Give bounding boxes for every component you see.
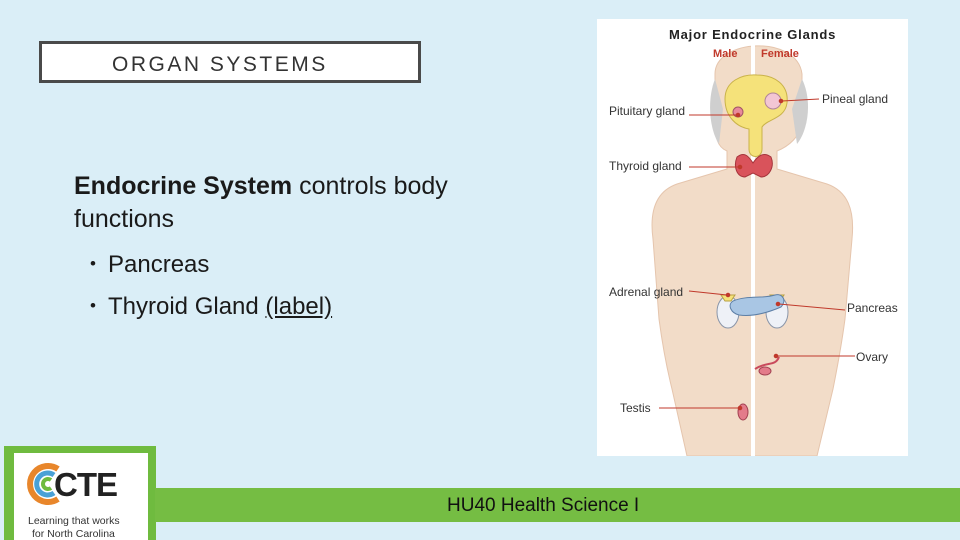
bullet-text: Thyroid Gland [108, 293, 266, 320]
label-pancreas: Pancreas [847, 301, 898, 315]
label-testis: Testis [620, 401, 651, 415]
endocrine-diagram: Major Endocrine Glands Male Female Pitui… [609, 27, 898, 456]
logo-tagline-2: for North Carolina [32, 528, 115, 540]
label-adrenal: Adrenal gland [609, 285, 683, 299]
slide-heading: Endocrine System controls body functions [74, 170, 474, 236]
bullet-text: Pancreas [108, 251, 210, 278]
heading-rest: controls body functions [74, 172, 448, 233]
label-thyroid: Thyroid gland [609, 159, 682, 173]
logo-tagline-1: Learning that works [28, 515, 120, 527]
ovary-gland [754, 356, 780, 376]
bullet-item: • Thyroid Gland (label) [90, 287, 332, 329]
cte-arc-icon [27, 463, 60, 505]
label-pituitary: Pituitary gland [609, 104, 685, 118]
heading-bold: Endocrine System [74, 172, 293, 200]
pancreas-gland [729, 294, 785, 316]
slide-title-box: ORGAN SYSTEMS [39, 41, 421, 83]
endocrine-figure: Major Endocrine Glands Male Female Pitui… [597, 19, 908, 456]
cte-logo: CTE Learning that works for North Caroli… [14, 453, 148, 540]
footer-bar: HU40 Health Science I [155, 488, 960, 522]
body-silhouette [651, 39, 854, 456]
thyroid-gland [734, 154, 773, 178]
figure-title: Major Endocrine Glands [669, 27, 836, 42]
cte-wordmark: CTE [54, 466, 118, 503]
label-pineal: Pineal gland [822, 92, 888, 106]
cte-logo-panel: CTE Learning that works for North Caroli… [4, 446, 156, 540]
leader-lines [659, 98, 855, 411]
footer-course-title: HU40 Health Science I [447, 495, 640, 516]
bullet-list: • Pancreas • Thyroid Gland (label) [90, 245, 332, 329]
bullet-dot: • [90, 296, 96, 315]
slide-title: ORGAN SYSTEMS [112, 53, 328, 76]
brain-glands [724, 74, 788, 157]
label-ovary: Ovary [856, 350, 888, 364]
bullet-dot: • [90, 254, 96, 273]
legend-male: Male [713, 48, 737, 60]
label-link[interactable]: (label) [265, 293, 333, 320]
legend-female: Female [761, 48, 799, 60]
bullet-item: • Pancreas [90, 245, 332, 287]
